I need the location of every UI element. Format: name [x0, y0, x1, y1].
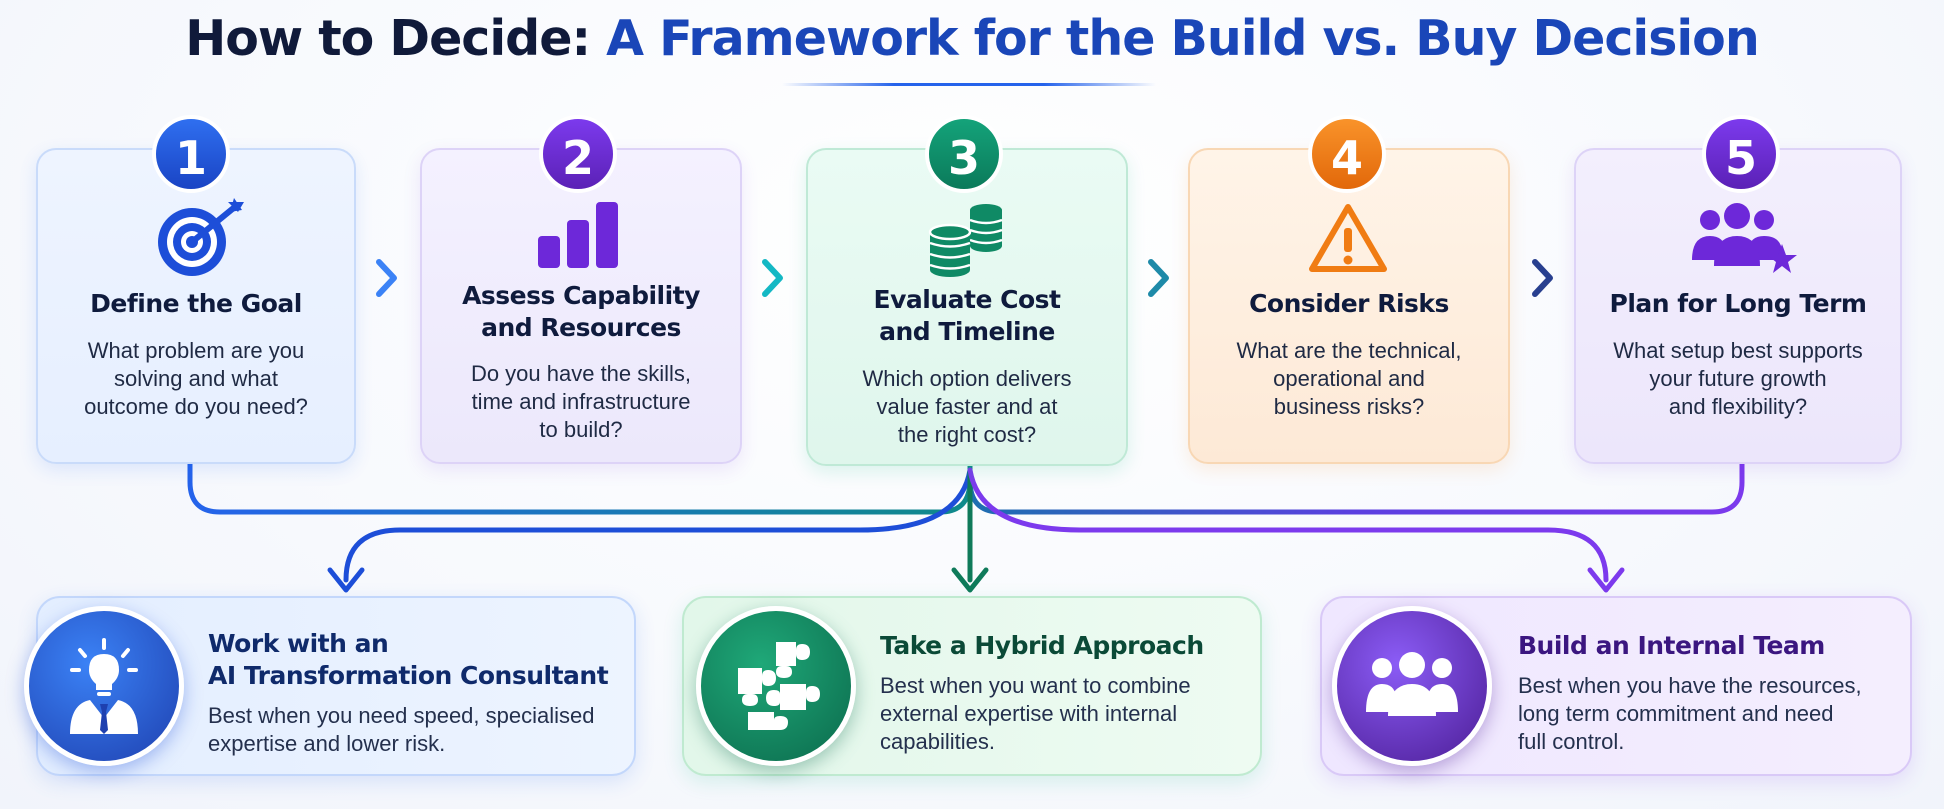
step-description: Do you have the skills, time and infrast… — [436, 360, 726, 444]
step-desc-line: Which option delivers — [862, 366, 1072, 391]
step-title-line: and Resources — [481, 313, 681, 342]
step-description: Which option delivers value faster and a… — [822, 365, 1112, 449]
step-desc-line: and flexibility? — [1668, 394, 1808, 419]
warning-icon — [1309, 204, 1387, 272]
step-number-badge: 3 — [925, 115, 1003, 193]
arrow-left-curve — [343, 467, 973, 583]
connector-left-bracket — [187, 457, 973, 515]
team-icon — [1366, 652, 1458, 716]
step-desc-line: business risks? — [1273, 394, 1425, 419]
step-card-3: Evaluate Cost and Timeline Which option … — [806, 148, 1128, 466]
option-desc-line: external expertise with internal — [880, 701, 1178, 726]
step-title-line: Evaluate Cost — [873, 285, 1061, 314]
option-desc-line: long term commitment and need — [1518, 701, 1834, 726]
step-desc-line: outcome do you need? — [84, 394, 308, 419]
step-title-line: Plan for Long Term — [1609, 289, 1867, 318]
option-description: Best when you want to combine external e… — [880, 672, 1191, 756]
step-title-line: and Timeline — [879, 317, 1055, 346]
step-card-1: Define the Goal What problem are you sol… — [36, 148, 356, 464]
title-part-1: How to Decide: — [185, 10, 591, 67]
step-title: Define the Goal — [38, 288, 354, 320]
option-title-line: Take a Hybrid Approach — [880, 631, 1204, 660]
team-star-icon — [1692, 203, 1797, 273]
arrow-left-head — [327, 567, 365, 593]
arrow-right-head — [1587, 567, 1625, 593]
step-number-badge: 4 — [1308, 115, 1386, 193]
step-number-badge: 1 — [152, 115, 230, 193]
puzzle-icon — [738, 642, 820, 730]
step-description: What problem are you solving and what ou… — [52, 337, 340, 421]
option-description: Best when you have the resources, long t… — [1518, 672, 1862, 756]
chevron-right-icon — [376, 259, 397, 297]
step-description: What are the technical, operational and … — [1204, 337, 1494, 421]
option-title: Build an Internal Team — [1518, 630, 1825, 662]
option-title: Work with an AI Transformation Consultan… — [208, 628, 609, 692]
step-desc-line: What problem are you — [87, 338, 305, 363]
option-desc-line: capabilities. — [880, 729, 995, 754]
step-description: What setup best supports your future gro… — [1590, 337, 1886, 421]
chevron-right-icon — [1532, 259, 1553, 297]
step-desc-line: operational and — [1273, 366, 1425, 391]
option-title: Take a Hybrid Approach — [880, 630, 1204, 662]
step-desc-line: What are the technical, — [1236, 338, 1462, 363]
step-desc-line: the right cost? — [897, 422, 1037, 447]
option-desc-line: expertise and lower risk. — [208, 731, 446, 756]
option-title-line: Work with an — [208, 629, 389, 658]
step-title: Assess Capability and Resources — [422, 280, 740, 344]
step-desc-line: value faster and at — [876, 394, 1058, 419]
step-desc-line: time and infrastructure — [471, 389, 691, 414]
coin-stack-icon — [928, 204, 1003, 277]
arrow-center-head — [951, 567, 989, 593]
step-title: Consider Risks — [1190, 288, 1508, 320]
step-title-line: Consider Risks — [1249, 289, 1449, 318]
step-title-line: Assess Capability — [462, 281, 700, 310]
step-card-2: Assess Capability and Resources Do you h… — [420, 148, 742, 464]
step-card-5: Plan for Long Term What setup best suppo… — [1574, 148, 1902, 464]
step-number-badge: 2 — [539, 115, 617, 193]
chevron-right-icon — [1148, 259, 1169, 297]
option-desc-line: Best when you have the resources, — [1518, 673, 1862, 698]
option-description: Best when you need speed, specialised ex… — [208, 702, 594, 758]
option-desc-line: Best when you want to combine — [880, 673, 1191, 698]
target-icon — [158, 198, 244, 276]
step-desc-line: to build? — [539, 417, 623, 442]
step-desc-line: Do you have the skills, — [470, 361, 692, 386]
step-number-badge: 5 — [1702, 115, 1780, 193]
step-title: Evaluate Cost and Timeline — [808, 284, 1126, 348]
option-desc-line: Best when you need speed, specialised — [208, 703, 595, 728]
connector-right-bracket — [967, 459, 1745, 515]
bar-chart-icon — [538, 202, 618, 268]
page-title: How to Decide: A Framework for the Build… — [0, 10, 1944, 67]
lightbulb-person-icon — [70, 638, 138, 734]
option-title-line: Build an Internal Team — [1518, 631, 1825, 660]
title-underline — [782, 83, 1156, 86]
option-desc-line: full control. — [1518, 729, 1625, 754]
step-desc-line: your future growth — [1649, 366, 1827, 391]
chevron-right-icon — [762, 259, 783, 297]
arrow-right-curve — [967, 467, 1609, 583]
option-title-line: AI Transformation Consultant — [208, 661, 609, 690]
step-desc-line: What setup best supports — [1613, 338, 1863, 363]
title-part-2: A Framework for the Build vs. Buy Decisi… — [606, 10, 1760, 67]
step-desc-line: solving and what — [114, 366, 278, 391]
step-card-4: Consider Risks What are the technical, o… — [1188, 148, 1510, 464]
option-icon-circle — [696, 606, 856, 766]
step-title-line: Define the Goal — [90, 289, 302, 318]
step-title: Plan for Long Term — [1576, 288, 1900, 320]
